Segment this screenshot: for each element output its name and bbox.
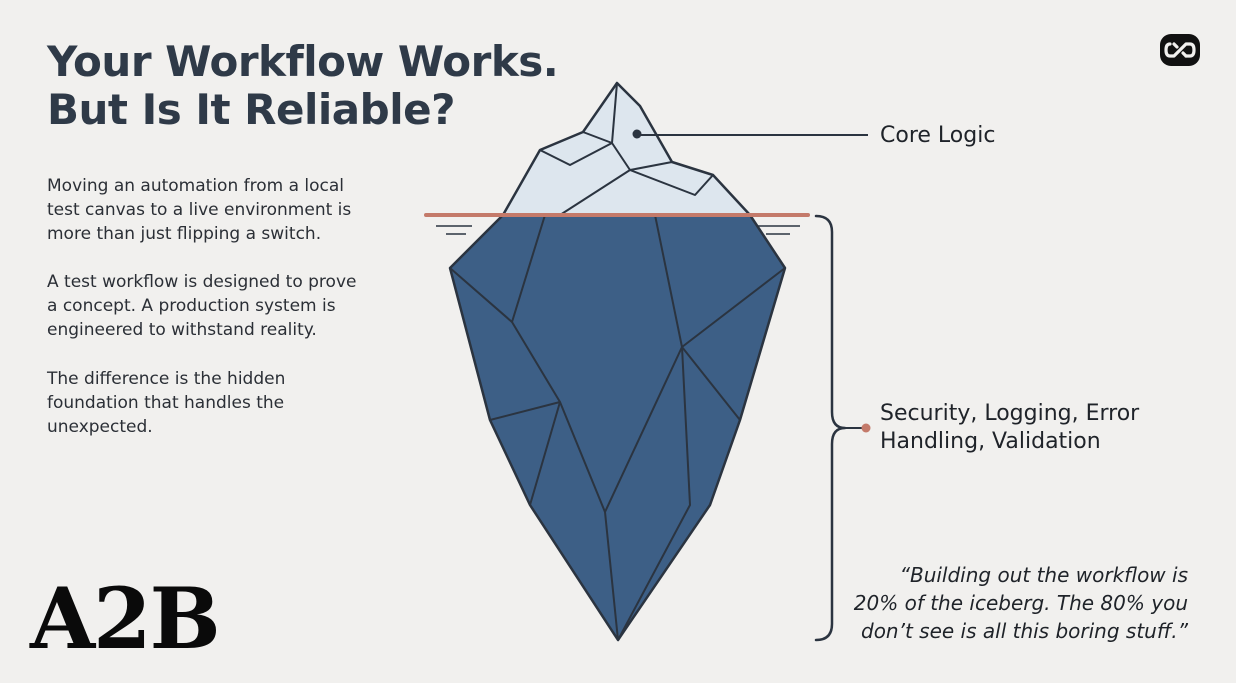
hidden-label-line: Security, Logging, Error <box>880 401 1140 426</box>
title-line-1: Your Workflow Works. <box>47 37 559 86</box>
intro-paragraph-2: A test workflow is designed to prove a c… <box>47 270 356 342</box>
intro-line: test canvas to a live environment is <box>47 200 352 220</box>
iceberg-underwater-facets <box>449 214 786 641</box>
intro-line: A test workflow is designed to prove <box>47 272 357 292</box>
iceberg-tip <box>501 81 752 217</box>
intro-line: more than just flipping a switch. <box>47 224 322 244</box>
chain-link-icon <box>1160 34 1200 66</box>
water-ripple-left <box>436 225 472 235</box>
intro-line: a concept. A production system is <box>47 296 336 316</box>
hidden-foundation-label: Security, Logging, Error Handling, Valid… <box>880 400 1139 456</box>
intro-paragraph-3: The difference is the hidden foundation … <box>47 367 285 439</box>
intro-line: foundation that handles the <box>47 393 285 413</box>
core-logic-label: Core Logic <box>880 123 996 148</box>
intro-line: The difference is the hidden <box>47 369 286 389</box>
core-logic-marker <box>632 129 642 139</box>
brand-wordmark: A2B <box>30 569 221 668</box>
iceberg-underwater <box>448 213 787 642</box>
intro-line: Moving an automation from a local <box>47 176 345 196</box>
quote-line: don’t see is all this boring stuff.” <box>861 619 1188 643</box>
intro-paragraph-1: Moving an automation from a local test c… <box>47 174 351 246</box>
page-title: Your Workflow Works. But Is It Reliable? <box>47 37 559 134</box>
hidden-label-line: Handling, Validation <box>880 429 1101 454</box>
title-line-2: But Is It Reliable? <box>47 85 455 134</box>
intro-line: engineered to withstand reality. <box>47 320 317 340</box>
intro-line: unexpected. <box>47 417 153 437</box>
iceberg-tip-facets <box>539 82 714 216</box>
quote-line: “Building out the workflow is <box>899 563 1188 587</box>
hidden-marker <box>861 423 871 433</box>
quote: “Building out the workflow is 20% of the… <box>828 561 1188 645</box>
quote-line: 20% of the iceberg. The 80% you <box>853 591 1188 615</box>
water-ripple-right <box>758 225 800 235</box>
